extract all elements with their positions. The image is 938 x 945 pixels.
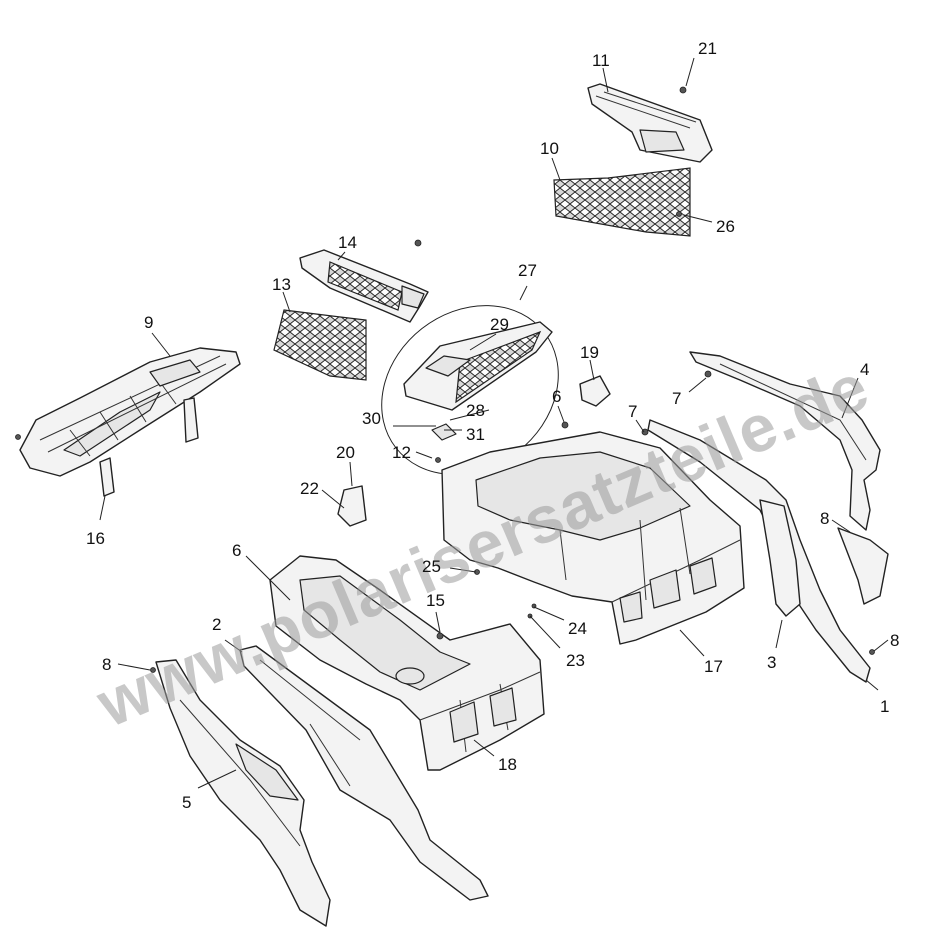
part-4-upper-rail [689,351,881,531]
callout-8b: 8 [820,509,829,528]
callout-2: 2 [212,615,221,634]
callout-18: 18 [498,755,517,774]
callout-16: 16 [86,529,105,548]
part-14-grille-housing [299,249,429,323]
part-27-storage-kit [381,305,559,475]
callout-3: 3 [767,653,776,672]
callout-29: 29 [490,315,509,334]
callout-1: 1 [880,697,889,716]
callout-28: 28 [466,401,485,420]
part-11-cover [587,83,713,163]
part-2-side-panel [239,645,489,901]
callout-labels: 1 2 3 4 5 6 6 7 7 8 8 8 9 10 11 12 13 14… [86,39,899,812]
callout-17: 17 [704,657,723,676]
part-18-front-storage-box [269,555,545,771]
leader-lines [99,57,889,789]
callout-15: 15 [426,591,445,610]
part-19-clip [579,375,611,407]
part-8-right-panel [837,527,889,605]
callout-11: 11 [592,51,610,70]
callout-25: 25 [422,557,441,576]
callout-7a: 7 [672,389,681,408]
callout-22: 22 [300,479,319,498]
part-1-lower-rail [647,419,871,683]
part-17-rear-storage-box [441,431,745,645]
callout-12: 12 [392,443,411,462]
callout-14: 14 [338,233,357,252]
callout-6a: 6 [232,541,241,560]
callout-8c: 8 [890,631,899,650]
part-10-mesh-screen [553,167,691,237]
callout-31: 31 [466,425,485,444]
part-16-bracket [99,397,199,497]
callout-9: 9 [144,313,153,332]
callout-5: 5 [182,793,191,812]
part-9-center-console [19,347,241,477]
callout-23: 23 [566,651,585,670]
part-5-fender-panel [155,659,331,927]
callout-7b: 7 [628,402,637,421]
part-3-bracket [759,499,801,617]
callout-19: 19 [580,343,599,362]
callout-13: 13 [272,275,291,294]
callout-24: 24 [568,619,587,638]
callout-20: 20 [336,443,355,462]
callout-10: 10 [540,139,559,158]
callout-30: 30 [362,409,381,428]
callout-8a: 8 [102,655,111,674]
callout-4: 4 [860,360,869,379]
callout-27: 27 [518,261,537,280]
part-20-bracket [337,485,367,527]
callout-6b: 6 [552,387,561,406]
part-13-mesh-screen [273,309,367,381]
callout-26: 26 [716,217,735,236]
callout-21: 21 [698,39,717,58]
